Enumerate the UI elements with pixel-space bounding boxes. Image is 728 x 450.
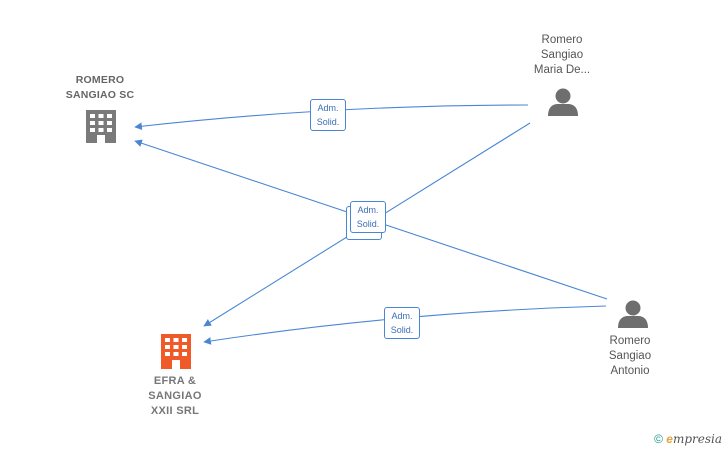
- node-label-romero-sangiao-maria[interactable]: Romero Sangiao Maria De...: [533, 34, 591, 76]
- node-label-romero-sangiao-sc[interactable]: ROMERO SANGIAO SC: [65, 74, 135, 101]
- empresia-logo-initial: e: [666, 432, 673, 446]
- edge-label-adm-solid-3: Adm. Solid.: [350, 201, 386, 233]
- copyright-symbol: ©: [654, 432, 663, 446]
- node-label-efra-sangiao[interactable]: EFRA & SANGIAO XXII SRL: [148, 375, 202, 417]
- edge-label-adm-solid-4: Adm. Solid.: [384, 307, 420, 339]
- node-label-romero-sangiao-antonio[interactable]: Romero Sangiao Antonio: [608, 335, 652, 377]
- edge-label-adm-solid-1: Adm. Solid.: [310, 99, 346, 131]
- empresia-brand: © empresia: [654, 432, 722, 446]
- person-icon-maria: [548, 88, 578, 116]
- person-icon-antonio: [618, 300, 648, 328]
- empresia-logo-text: mpresia: [672, 432, 722, 446]
- building-icon-focus: [161, 334, 191, 369]
- building-icon: [86, 110, 116, 143]
